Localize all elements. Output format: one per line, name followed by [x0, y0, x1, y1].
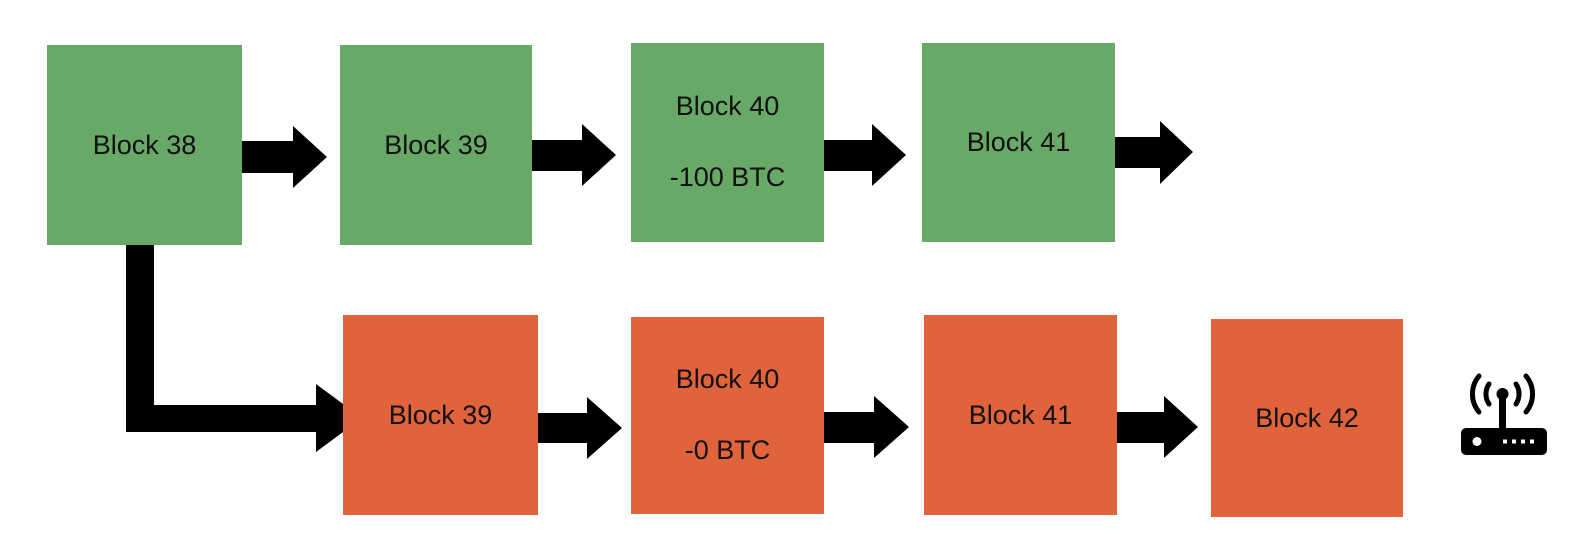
block-main-38: Block 38 [47, 45, 242, 245]
arrow-fork-40-41 [810, 396, 909, 458]
arrow-fork-39-40 [524, 397, 622, 459]
arrow-fork-41-42 [1101, 396, 1198, 458]
block-main-39: Block 39 [340, 45, 532, 245]
block-amount: -100 BTC [669, 161, 786, 192]
arrow-main-38-39 [231, 126, 327, 188]
block-label: Block 39 [384, 129, 488, 160]
block-fork-39: Block 39 [343, 315, 538, 515]
block-main-41: Block 41 [922, 43, 1115, 242]
block-fork-40: Block 40 -0 BTC [631, 317, 824, 514]
block-label: Block 40 [675, 90, 780, 121]
block-label: Block 41 [968, 399, 1073, 430]
arrow-main-40-41 [808, 124, 906, 186]
arrow-fork-38-39 [126, 233, 362, 452]
block-fork-42: Block 42 [1211, 319, 1403, 517]
block-label: Block 38 [92, 129, 197, 160]
arrow-main-41-next [1096, 121, 1193, 184]
block-label: Block 41 [966, 127, 1071, 157]
block-label: Block 39 [388, 399, 493, 430]
arrow-main-39-40 [520, 124, 616, 186]
block-main-40: Block 40 -100 BTC [631, 43, 824, 242]
router-icon [1461, 373, 1547, 455]
block-amount: -0 BTC [684, 434, 771, 465]
block-fork-41: Block 41 [924, 315, 1117, 515]
block-label: Block 42 [1255, 402, 1359, 433]
block-label: Block 40 [675, 363, 780, 394]
